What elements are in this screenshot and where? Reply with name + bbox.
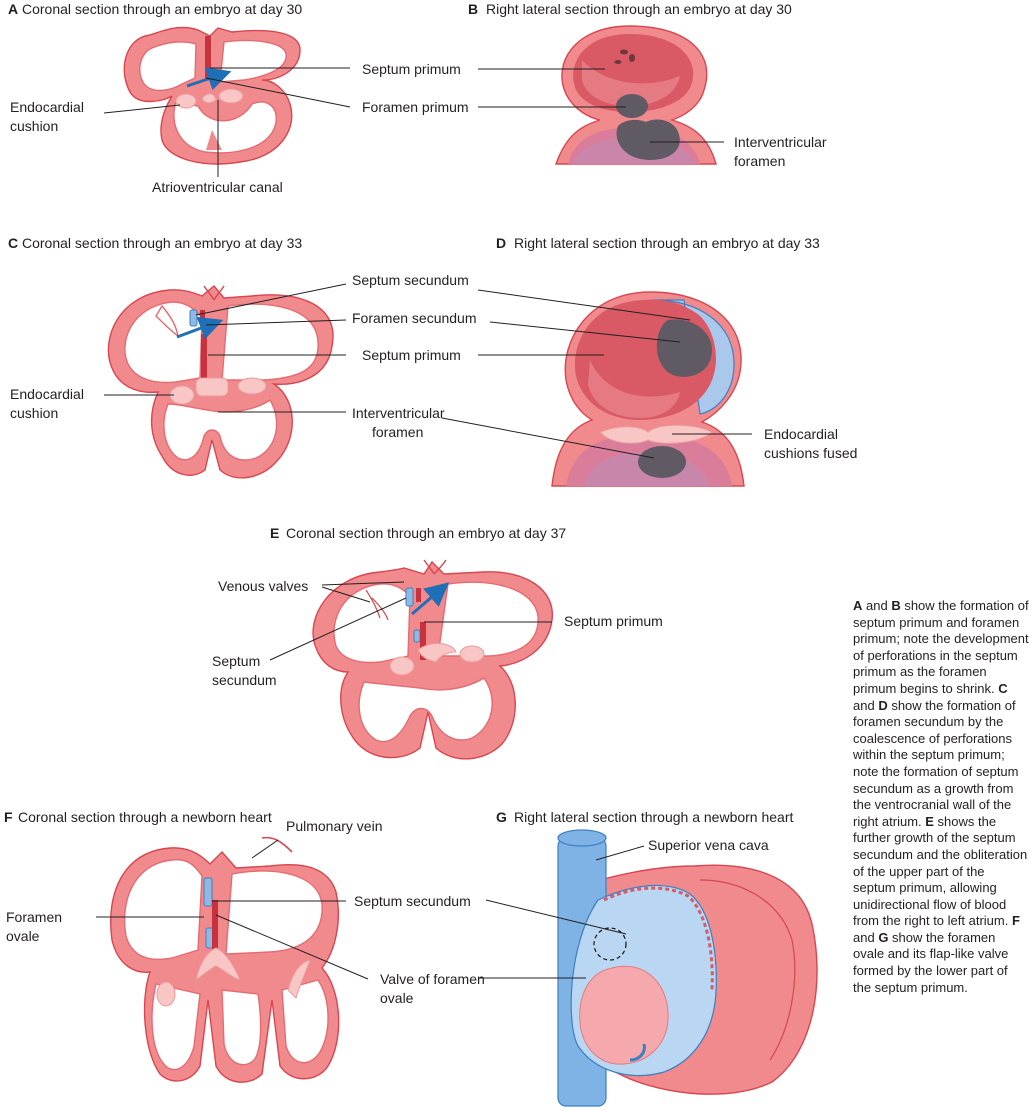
panel-e: E Coronal section through an embryo at d… bbox=[212, 525, 663, 760]
caption-text-3: shows the further growth of the septum s… bbox=[853, 813, 1028, 929]
a-flow-arrow bbox=[186, 67, 232, 91]
panel-d-title: Right lateral section through an embryo … bbox=[514, 235, 820, 251]
a-endocardial-label-2: cushion bbox=[10, 118, 58, 134]
e-venous-valves-shape bbox=[365, 589, 389, 621]
b-interventricular-foramen-shape bbox=[616, 119, 680, 160]
a-endocardial-label-1: Endocardial bbox=[10, 99, 84, 115]
c-septum-primum-shape bbox=[201, 334, 207, 390]
caption-letter-a: A bbox=[853, 598, 863, 613]
panel-d-letter: D bbox=[496, 235, 506, 251]
f-foramen-ovale-label-1: Foramen bbox=[6, 909, 62, 925]
f-valve-label-1: Valve of foramen bbox=[380, 971, 485, 987]
d-cushions-label-2: cushions fused bbox=[764, 445, 857, 461]
f-pulmonary-vein-label: Pulmonary vein bbox=[286, 818, 383, 834]
c-septum-secundum-label: Septum secundum bbox=[352, 272, 469, 288]
c-endocardial-label-1: Endocardial bbox=[10, 386, 84, 402]
d-foramen-secundum-shape bbox=[656, 319, 712, 377]
panel-c: C Coronal section through an embryo at d… bbox=[8, 235, 477, 479]
panel-g-heart bbox=[557, 829, 818, 1107]
a-septum-primum-shape bbox=[205, 36, 211, 80]
panel-e-letter: E bbox=[270, 525, 279, 541]
caption-letter-f: F bbox=[1011, 913, 1020, 929]
caption-and-1: and bbox=[862, 598, 892, 613]
caption-letter-d: D bbox=[878, 697, 888, 713]
g-svc-label: Superior vena cava bbox=[648, 837, 769, 853]
panel-a-title: Coronal section through an embryo at day… bbox=[22, 1, 302, 17]
b-interventricular-label-1: Interventricular bbox=[734, 134, 827, 150]
caption-and-3: and bbox=[853, 929, 879, 945]
e-septum-primum-label: Septum primum bbox=[564, 613, 663, 629]
c-foramen-secundum-label: Foramen secundum bbox=[352, 310, 477, 326]
caption-letter-g: G bbox=[878, 929, 889, 945]
b-interventricular-label-2: foramen bbox=[734, 153, 785, 169]
f-valve-shape bbox=[212, 900, 218, 950]
f-septum-secundum-shape bbox=[203, 877, 213, 907]
a-septum-primum-label: Septum primum bbox=[362, 61, 461, 77]
a-av-canal-label: Atrioventricular canal bbox=[152, 179, 283, 195]
panel-f: F Coronal section through a newborn hear… bbox=[4, 809, 485, 1083]
d-interventricular-foramen-shape bbox=[638, 446, 686, 478]
caption-letter-c: C bbox=[998, 680, 1008, 696]
caption-text-1: show the formation of septum primum and … bbox=[853, 598, 1029, 696]
caption-text-4: show the foramen ovale and its flap-like… bbox=[853, 929, 1009, 995]
caption-letter-b: B bbox=[891, 598, 901, 613]
a-foramen-primum-label: Foramen primum bbox=[362, 99, 469, 115]
c-cushion-right bbox=[237, 377, 267, 395]
f-pulmonary-vein-shape bbox=[261, 836, 293, 853]
caption-text-2: show the formation of foramen secundum b… bbox=[853, 697, 1019, 829]
c-septum-primum-label: Septum primum bbox=[362, 347, 461, 363]
caption-letter-e: E bbox=[925, 813, 934, 829]
panel-a: A Coronal section through an embryo at d… bbox=[8, 1, 469, 195]
c-septum-secundum-shape bbox=[189, 309, 198, 327]
e-venous-valves-label: Venous valves bbox=[218, 578, 308, 594]
f-septum-secundum-label: Septum secundum bbox=[354, 893, 471, 909]
panel-d: D Right lateral section through an embry… bbox=[441, 235, 857, 487]
d-fused-cushions-shape bbox=[599, 424, 713, 444]
a-cushion-left bbox=[175, 93, 197, 109]
e-septum-secundum-label-2: secundum bbox=[212, 672, 277, 688]
d-cushions-label-1: Endocardial bbox=[764, 426, 838, 442]
c-interventricular-label-2: foramen bbox=[372, 424, 423, 440]
panel-g-title: Right lateral section through a newborn … bbox=[514, 809, 794, 825]
c-flow-arrow bbox=[176, 316, 224, 340]
panel-c-letter: C bbox=[8, 235, 18, 251]
figure-caption: A and B show the formation of septum pri… bbox=[853, 598, 1029, 996]
e-septum-secundum-label-1: Septum bbox=[212, 653, 260, 669]
g-foramen-ovale-outline bbox=[593, 927, 627, 961]
caption-and-2: and bbox=[853, 697, 879, 713]
panel-b-title: Right lateral section through an embryo … bbox=[486, 1, 792, 17]
panel-b-heart bbox=[555, 25, 717, 165]
e-septum-primum-shape bbox=[420, 622, 426, 660]
panel-f-letter: F bbox=[4, 809, 13, 825]
panel-c-title: Coronal section through an embryo at day… bbox=[22, 235, 302, 251]
f-valve-label-2: ovale bbox=[380, 990, 414, 1006]
panel-b: B Right lateral section through an embry… bbox=[468, 1, 827, 169]
c-endocardial-label-2: cushion bbox=[10, 405, 58, 421]
a-cushion-right bbox=[218, 88, 244, 104]
panel-f-heart bbox=[110, 836, 340, 1083]
panel-g-letter: G bbox=[496, 809, 507, 825]
e-septum-secundum-shape bbox=[405, 587, 414, 607]
panel-a-letter: A bbox=[8, 1, 18, 17]
panel-f-title: Coronal section through a newborn heart bbox=[18, 809, 272, 825]
f-foramen-ovale-label-2: ovale bbox=[6, 928, 40, 944]
panel-e-title: Coronal section through an embryo at day… bbox=[286, 525, 566, 541]
panel-b-letter: B bbox=[468, 1, 478, 17]
panel-g: G Right lateral section through a newbor… bbox=[478, 809, 818, 1107]
c-cushion-middle bbox=[195, 377, 229, 397]
g-valve-shape bbox=[579, 965, 669, 1065]
panel-e-heart bbox=[312, 559, 553, 760]
c-interventricular-label-1: Interventricular bbox=[352, 405, 445, 421]
e-flow-arrow bbox=[411, 582, 450, 616]
panel-c-heart bbox=[107, 285, 334, 479]
panel-a-heart bbox=[123, 26, 301, 165]
panel-d-heart bbox=[551, 291, 745, 487]
